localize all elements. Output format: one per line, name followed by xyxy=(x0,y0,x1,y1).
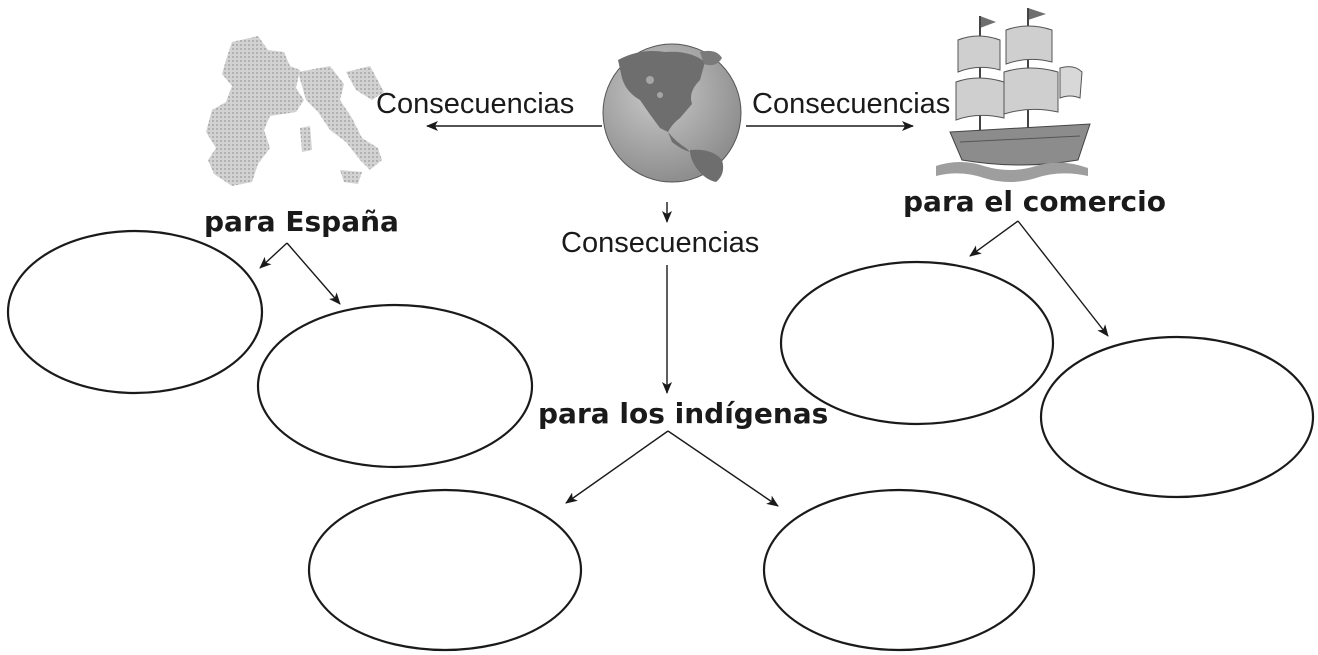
heading-para-comercio: para el comercio xyxy=(903,185,1166,218)
answer-box-indigenas-2[interactable] xyxy=(762,488,1036,652)
arrow-espana-1 xyxy=(259,242,288,269)
consecuencias-center-label: Consecuencias xyxy=(561,227,759,259)
arrow-espana-2 xyxy=(286,242,341,305)
answer-box-espana-2[interactable] xyxy=(256,303,534,469)
heading-para-espana: para España xyxy=(204,205,399,238)
globe-americas-icon xyxy=(602,43,742,183)
answer-box-indigenas-1[interactable] xyxy=(307,488,583,652)
arrow-comercio-2 xyxy=(1017,220,1109,337)
answer-box-espana-1[interactable] xyxy=(6,229,264,395)
arrow-comercio-1 xyxy=(969,220,1019,257)
consecuencias-left-label: Consecuencias xyxy=(376,88,574,120)
europe-map-icon xyxy=(206,36,384,186)
arrow-indigenas-1 xyxy=(565,430,669,504)
consecuencias-right-label: Consecuencias xyxy=(752,88,950,120)
heading-para-indigenas: para los indígenas xyxy=(538,397,828,430)
answer-box-comercio-1[interactable] xyxy=(779,260,1055,426)
arrow-indigenas-2 xyxy=(667,430,779,507)
answer-box-comercio-2[interactable] xyxy=(1039,335,1315,499)
sailing-ship-icon xyxy=(936,8,1091,182)
